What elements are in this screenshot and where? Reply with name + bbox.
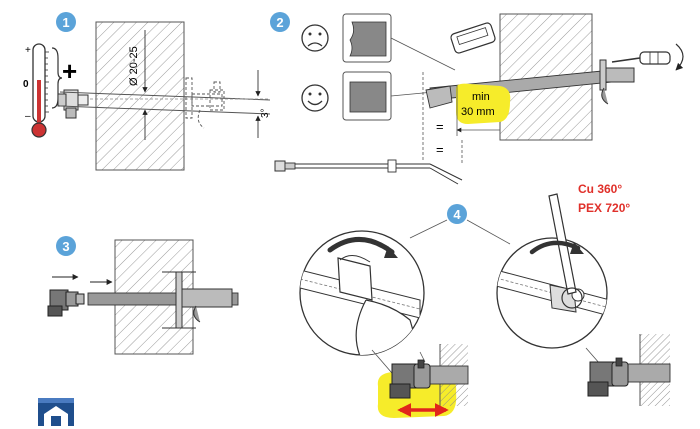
- happy-face-icon: [301, 84, 329, 112]
- valve-fitting-step2: [599, 59, 635, 105]
- step-number-3: 3: [62, 239, 69, 254]
- sad-face-icon: [301, 24, 329, 52]
- hand-tighten-detail: [299, 230, 425, 356]
- step-4-panel: 4 Cu 360° PEX 720°: [299, 182, 671, 418]
- elbow-fitting-step4a: [389, 359, 431, 399]
- rod-step2: [274, 159, 463, 185]
- step-badge-3: 3: [56, 236, 76, 256]
- step-badge-2: 2: [270, 12, 290, 32]
- valve-outline-dashed: [185, 77, 225, 129]
- step-number-1: 1: [62, 15, 69, 30]
- equal-mark-1: =: [436, 119, 444, 134]
- slope-label: 3°: [260, 108, 271, 118]
- screwdriver-icon: [611, 43, 684, 71]
- step-number-2: 2: [276, 15, 283, 30]
- certification-logo-icon: [38, 398, 74, 426]
- thermo-minus: –: [25, 111, 31, 122]
- deburr-tool-icon: [450, 22, 496, 54]
- equal-mark-2: =: [436, 142, 444, 157]
- thermo-plus: +: [25, 45, 31, 56]
- min-30mm-highlight: min 30 mm: [455, 83, 511, 124]
- step-2-panel: 2: [270, 12, 684, 185]
- pex-rotation-label: PEX 720°: [578, 201, 630, 215]
- step-3-panel: 3: [47, 236, 239, 355]
- min-label-line2: 30 mm: [461, 106, 495, 118]
- cu-rotation-label: Cu 360°: [578, 182, 622, 196]
- wrench-tighten-detail: [496, 193, 608, 349]
- step-badge-4: 4: [447, 204, 467, 224]
- good-cut-detail: [342, 71, 392, 121]
- step-badge-1: 1: [56, 12, 76, 32]
- bad-cut-detail: [342, 13, 392, 63]
- min-label-line1: min: [472, 91, 490, 103]
- step-1-panel: 1 + 0 – +: [23, 12, 271, 171]
- diameter-label: Ø 20-25: [128, 46, 140, 86]
- thermo-zero: 0: [23, 79, 29, 90]
- valve-fitting-icon: [57, 89, 89, 119]
- step-number-4: 4: [453, 207, 461, 222]
- thermometer-icon: [31, 43, 49, 138]
- elbow-fitting-step4b: [587, 357, 629, 397]
- plus-sign: +: [62, 56, 77, 86]
- elbow-fitting-step3: [47, 289, 85, 317]
